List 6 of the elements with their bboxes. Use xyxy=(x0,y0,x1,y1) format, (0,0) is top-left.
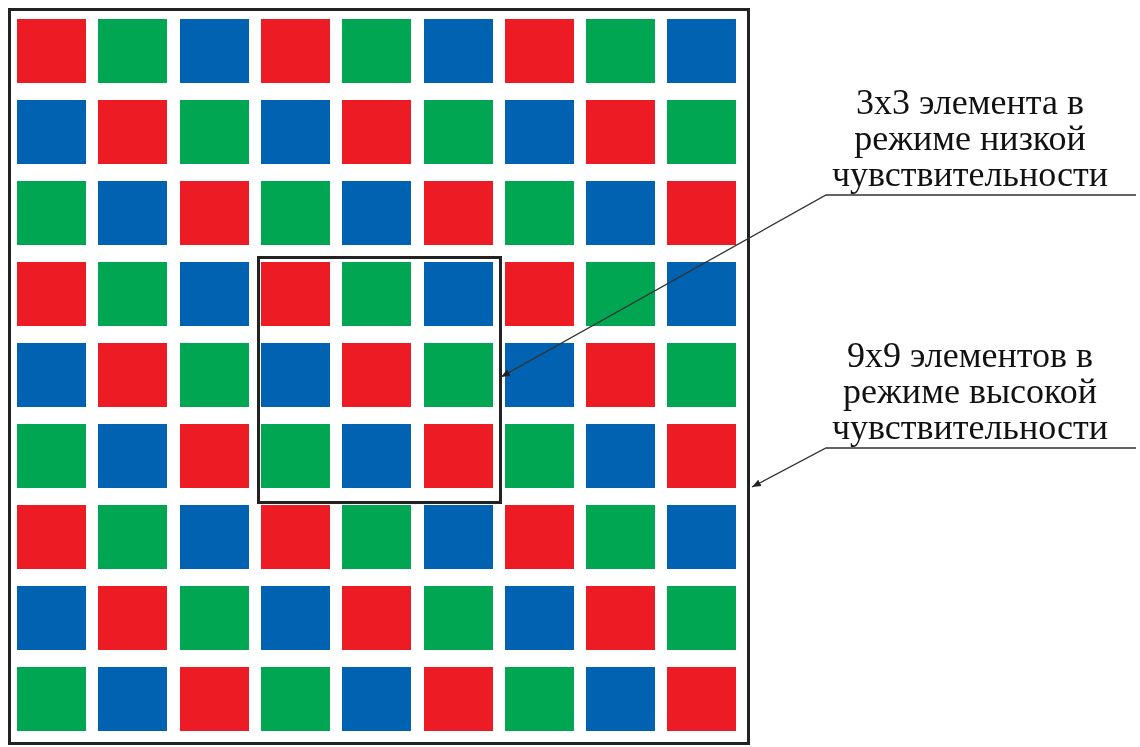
sensor-frame xyxy=(8,8,750,745)
caption-text: 9x9 элементов в режиме высокой чувствительности xyxy=(800,337,1140,445)
caption-text: 3x3 элемента в режиме низкой чувствительности xyxy=(800,84,1140,192)
pixel-group-frame xyxy=(257,256,502,504)
leader-line xyxy=(500,194,1137,378)
leader-line xyxy=(751,447,1137,488)
